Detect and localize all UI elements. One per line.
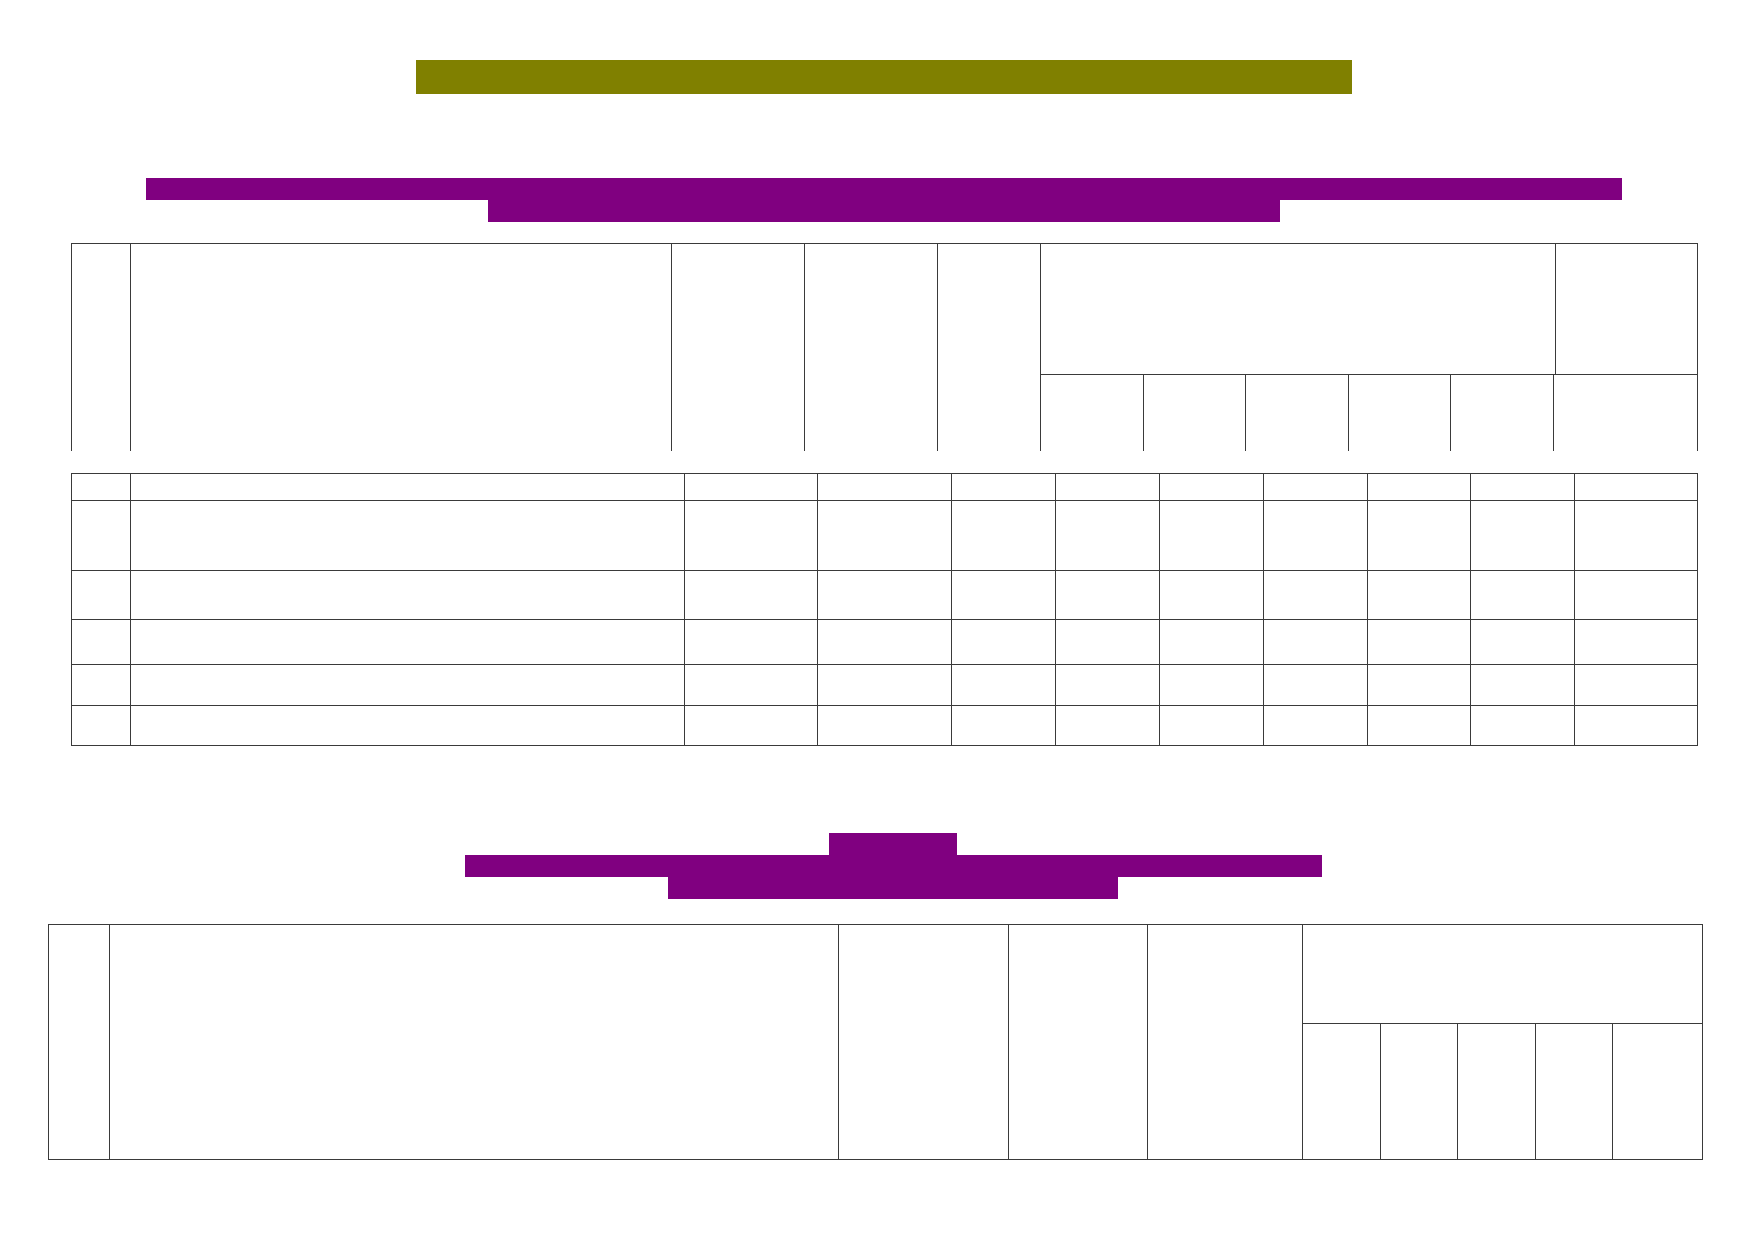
header-col-rule <box>937 243 938 451</box>
header-col-rule <box>1697 243 1698 451</box>
header-subcol-rule <box>1245 374 1246 451</box>
table-col-rule <box>951 473 952 746</box>
header-subcol-rule <box>1348 374 1349 451</box>
header-subcol-rule <box>1450 374 1451 451</box>
header-col-rule <box>71 243 72 451</box>
section2-table-frame <box>48 924 1703 1160</box>
table-col-rule <box>1055 473 1056 746</box>
table-col-rule <box>1574 473 1575 746</box>
table-row-rule <box>71 619 1698 620</box>
section2-col-rule <box>1147 924 1148 1160</box>
table-col-rule <box>1159 473 1160 746</box>
table-col-rule <box>1263 473 1264 746</box>
data-table-frame <box>71 473 1698 746</box>
section2-heading-line2 <box>465 855 1322 877</box>
section2-subcol-rule <box>1612 1023 1613 1160</box>
section2-col-rule <box>1302 924 1303 1160</box>
header-subcol-rule <box>1553 374 1554 451</box>
section2-subcol-rule <box>1380 1023 1381 1160</box>
section1-heading-line1 <box>146 178 1622 200</box>
table-col-rule <box>817 473 818 746</box>
header-col-rule <box>130 243 131 451</box>
table-col-rule <box>1470 473 1471 746</box>
table-row-rule <box>71 705 1698 706</box>
table-row-rule <box>71 664 1698 665</box>
section2-col-rule <box>838 924 839 1160</box>
header-col-rule <box>1040 243 1041 451</box>
section2-col-rule <box>1008 924 1009 1160</box>
table-col-rule <box>684 473 685 746</box>
header-top-rule <box>71 243 1698 244</box>
section2-subcol-rule <box>1457 1023 1458 1160</box>
header-col-rule <box>1555 243 1556 374</box>
table-row-rule <box>71 500 1698 501</box>
section2-col-rule <box>109 924 110 1160</box>
section2-subcol-rule <box>1535 1023 1536 1160</box>
section2-heading-line1 <box>829 833 957 855</box>
table-col-rule <box>1367 473 1368 746</box>
table-col-rule <box>130 473 131 746</box>
section2-group-rule <box>1302 1023 1703 1024</box>
header-col-rule <box>804 243 805 451</box>
document-title-bar <box>416 60 1352 94</box>
header-subcol-rule <box>1143 374 1144 451</box>
section1-heading-line2 <box>488 200 1280 222</box>
table-row-rule <box>71 570 1698 571</box>
header-group-rule <box>1040 374 1698 375</box>
header-col-rule <box>671 243 672 451</box>
section2-heading-line3 <box>668 877 1118 899</box>
